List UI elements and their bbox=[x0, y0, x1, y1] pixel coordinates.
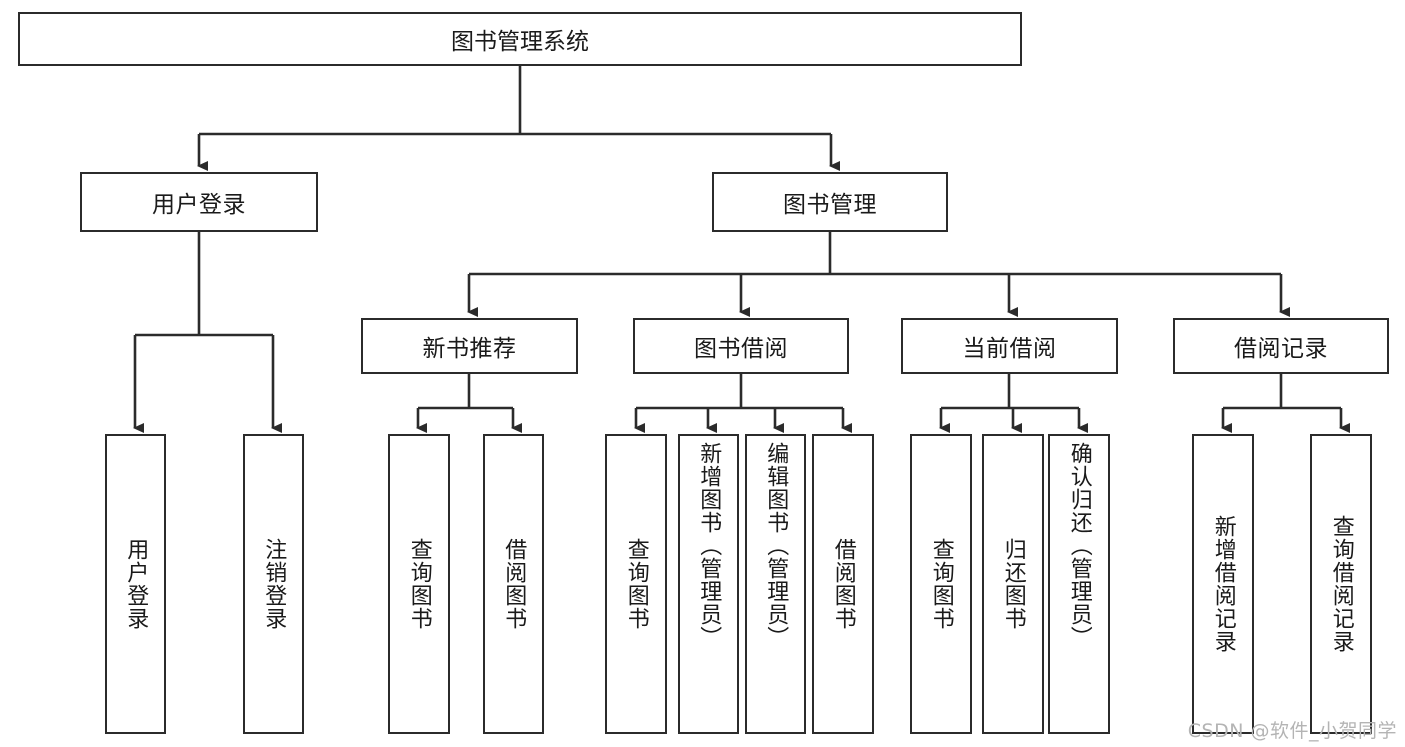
edge-group-new-book-recommend bbox=[416, 374, 522, 433]
leaf-add-record[interactable]: 新增借阅记录 bbox=[1192, 434, 1254, 734]
leaf-edit-book[interactable]: 编辑图书（管理员） bbox=[745, 434, 806, 734]
leaf-borrow-book-1[interactable]: 借阅图书 bbox=[483, 434, 544, 734]
edge-group-root bbox=[197, 66, 840, 171]
leaf-query-book-2[interactable]: 查询图书 bbox=[605, 434, 667, 734]
node-borrow-record[interactable]: 借阅记录 bbox=[1173, 318, 1389, 374]
leaf-query-book-1[interactable]: 查询图书 bbox=[388, 434, 450, 734]
node-user-login[interactable]: 用户登录 bbox=[80, 172, 318, 232]
leaf-label: 归还图书 bbox=[1000, 538, 1026, 630]
node-book-manage[interactable]: 图书管理 bbox=[712, 172, 948, 232]
edge-group-user-login bbox=[133, 232, 282, 433]
leaf-label: 查询图书 bbox=[406, 538, 432, 630]
leaf-label: 借阅图书 bbox=[830, 538, 856, 630]
leaf-query-book-3[interactable]: 查询图书 bbox=[910, 434, 972, 734]
leaf-query-record[interactable]: 查询借阅记录 bbox=[1310, 434, 1372, 734]
node-root[interactable]: 图书管理系统 bbox=[18, 12, 1022, 66]
leaf-label: 借阅图书 bbox=[501, 538, 527, 630]
leaf-label: 查询图书 bbox=[623, 538, 649, 630]
leaf-label: 注销登录 bbox=[261, 538, 287, 630]
leaf-user-login[interactable]: 用户登录 bbox=[105, 434, 166, 734]
leaf-confirm-return[interactable]: 确认归还（管理员） bbox=[1048, 434, 1110, 734]
leaf-label: 确认归还（管理员） bbox=[1066, 442, 1092, 649]
leaf-label: 新增借阅记录 bbox=[1210, 515, 1236, 653]
watermark: CSDN @软件_小贺同学 bbox=[1187, 720, 1397, 742]
leaf-label: 查询借阅记录 bbox=[1328, 515, 1354, 653]
node-current-borrow[interactable]: 当前借阅 bbox=[901, 318, 1118, 374]
edge-group-book-borrow bbox=[634, 374, 852, 433]
leaf-logout-login[interactable]: 注销登录 bbox=[243, 434, 304, 734]
leaf-add-book[interactable]: 新增图书（管理员） bbox=[678, 434, 739, 734]
edge-group-book-manage bbox=[467, 232, 1290, 317]
leaf-return-book[interactable]: 归还图书 bbox=[982, 434, 1044, 734]
node-book-borrow[interactable]: 图书借阅 bbox=[633, 318, 849, 374]
node-new-book-recommend[interactable]: 新书推荐 bbox=[361, 318, 578, 374]
leaf-label: 新增图书（管理员） bbox=[696, 442, 722, 649]
leaf-label: 编辑图书（管理员） bbox=[763, 442, 789, 649]
leaf-borrow-book-2[interactable]: 借阅图书 bbox=[812, 434, 874, 734]
leaf-label: 用户登录 bbox=[123, 538, 149, 630]
edge-group-current-borrow bbox=[939, 374, 1088, 433]
edge-group-borrow-record bbox=[1221, 374, 1350, 433]
leaf-label: 查询图书 bbox=[928, 538, 954, 630]
